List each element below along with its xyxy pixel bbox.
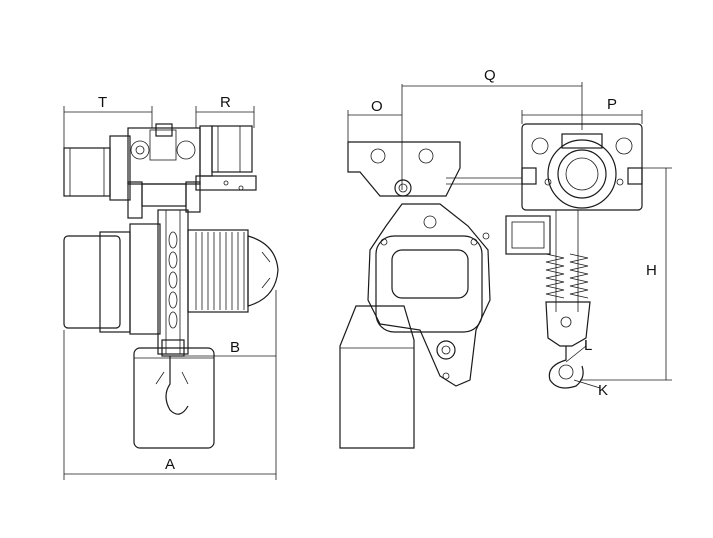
hoist-housing [375, 235, 483, 333]
front-view [339, 82, 672, 449]
label-h: H [646, 262, 657, 279]
leader-k [573, 379, 601, 389]
trolley-plate [347, 141, 461, 197]
label-k: K [598, 382, 608, 399]
control-box [63, 235, 121, 329]
label-b: B [230, 339, 240, 356]
trolley-wheel [547, 139, 617, 209]
chain-springs [545, 253, 589, 299]
label-a: A [165, 456, 175, 473]
trolley-motor [63, 147, 111, 197]
label-q: Q [484, 67, 496, 84]
chain [168, 231, 178, 329]
hoist-frame [367, 203, 491, 387]
chain-bag-front [339, 305, 415, 449]
label-l: L [584, 337, 592, 354]
right-trolley [521, 123, 643, 211]
hoist-motor [187, 229, 249, 313]
leader-l [565, 345, 587, 363]
brake-cylinder [211, 125, 253, 173]
hook [165, 356, 189, 415]
label-p: P [607, 96, 617, 113]
bottom-block [545, 301, 591, 347]
front-hook [548, 346, 584, 389]
label-t: T [98, 94, 107, 111]
label-o: O [371, 98, 383, 115]
motor-endcap [247, 235, 279, 307]
chain-bag [133, 347, 215, 449]
motor-fins [195, 232, 245, 310]
side-view [63, 106, 279, 480]
housing-window [391, 249, 469, 299]
pendant-box [505, 215, 551, 255]
dimension-labels: T R O Q P H B A L K [98, 67, 657, 473]
label-r: R [220, 94, 231, 111]
